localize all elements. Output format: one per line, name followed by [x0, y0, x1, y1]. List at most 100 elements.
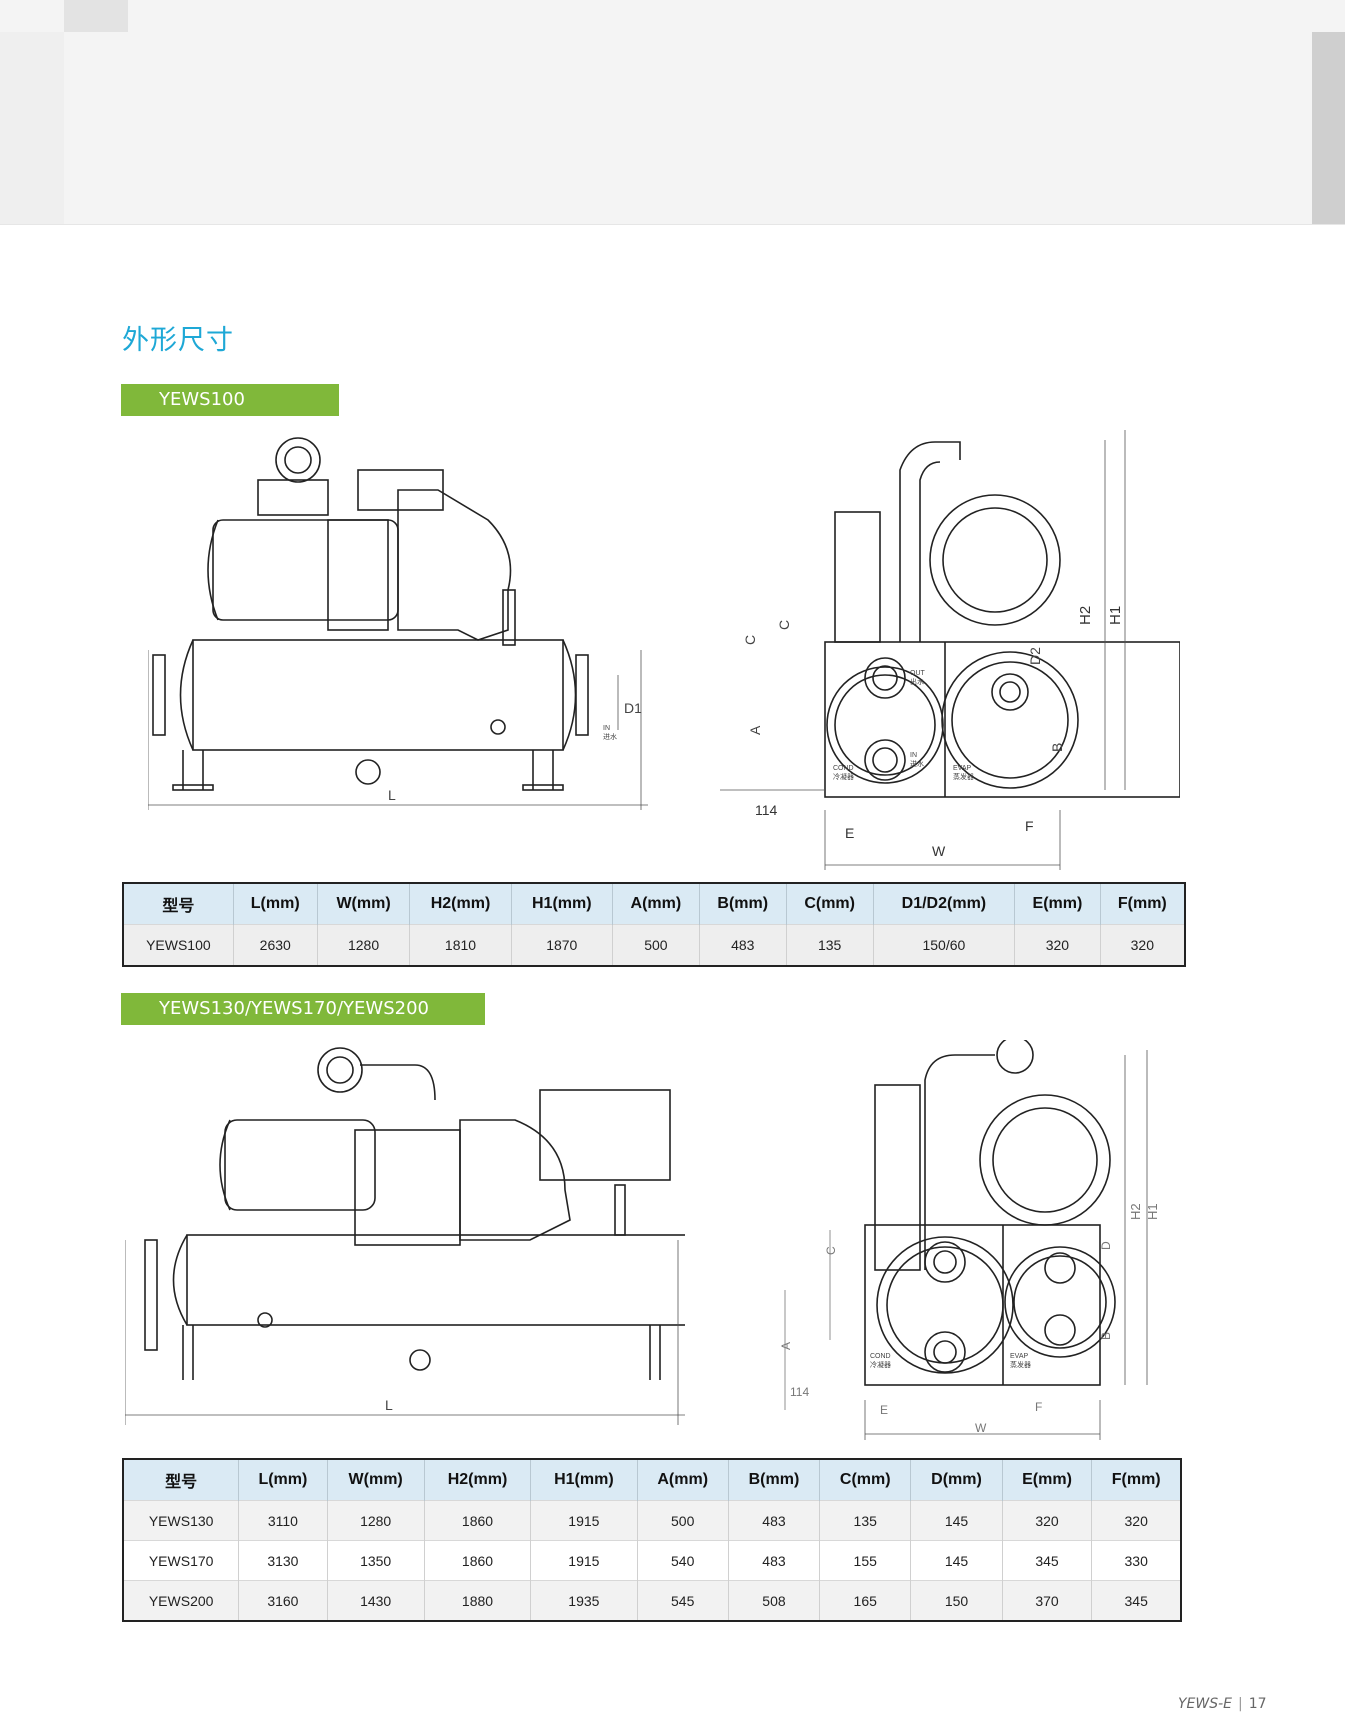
yews100-spec-table: 型号 L(mm) W(mm) H2(mm) H1(mm) A(mm) B(mm)…	[122, 882, 1186, 967]
dim-label-H2-2: H2	[1128, 1203, 1143, 1220]
table-cell: 370	[1001, 1580, 1092, 1621]
table-cell: 345	[1091, 1580, 1181, 1621]
model-tag-yews130-170-200: YEWS130/YEWS170/YEWS200	[121, 993, 485, 1025]
dim-label-114-2: 114	[790, 1385, 809, 1399]
table-header-cell: W(mm)	[326, 1459, 425, 1501]
dim-label-114: 114	[755, 802, 778, 818]
table-header-cell: F(mm)	[1091, 1459, 1181, 1501]
table-header-cell: B(mm)	[727, 1459, 820, 1501]
table-cell: 3130	[238, 1540, 328, 1581]
table-cell: 483	[698, 924, 787, 966]
table-cell: YEWS170	[123, 1540, 239, 1581]
label-in-side: IN	[910, 752, 917, 759]
table-header-cell: D(mm)	[910, 1459, 1003, 1501]
label-in: IN	[603, 725, 610, 732]
table-cell: 1810	[409, 924, 512, 966]
table-cell: 1915	[530, 1500, 638, 1541]
table-header-cell: A(mm)	[611, 883, 700, 925]
yews130-200-front-view-drawing: L	[125, 1047, 685, 1425]
table-cell: 3110	[238, 1500, 328, 1541]
table-cell: 508	[727, 1580, 820, 1621]
dim-label-D1: D1	[624, 700, 642, 716]
header-band-left-block	[0, 32, 64, 224]
table-cell: 1280	[316, 924, 410, 966]
table-header-cell: H2(mm)	[423, 1459, 531, 1501]
table-header-cell: D1/D2(mm)	[872, 883, 1015, 925]
table-cell: 135	[785, 924, 874, 966]
label-evap-cn: 蒸发器	[953, 772, 974, 781]
dim-label-C-1: C	[742, 635, 758, 645]
table-header-cell: W(mm)	[316, 883, 410, 925]
page-footer: YEWS-E | 17	[1178, 1696, 1267, 1712]
dim-label-C-2b: C	[824, 1246, 838, 1255]
label-cond-2: COND	[870, 1353, 891, 1360]
table-header-cell: 型号	[123, 1459, 239, 1501]
table-cell: 320	[1099, 924, 1185, 966]
table-cell: YEWS200	[123, 1580, 239, 1621]
table-cell: 3160	[238, 1580, 328, 1621]
table-cell: 345	[1001, 1540, 1092, 1581]
table-cell: 500	[636, 1500, 729, 1541]
table-header-cell: L(mm)	[232, 883, 318, 925]
table-header-cell: F(mm)	[1099, 883, 1185, 925]
table-cell: 483	[727, 1500, 820, 1541]
header-side-strip	[1312, 32, 1345, 224]
table-cell: 150/60	[872, 924, 1015, 966]
dim-label-C-2: C	[776, 620, 792, 630]
dim-label-D2: D2	[1027, 647, 1043, 665]
label-out: OUT	[910, 670, 926, 677]
footer-separator: |	[1238, 1696, 1243, 1712]
table-header-cell: E(mm)	[1014, 883, 1101, 925]
table-cell: 1935	[530, 1580, 638, 1621]
dim-label-F-2: F	[1035, 1400, 1042, 1414]
header-band	[0, 0, 1345, 225]
dim-label-W: W	[932, 843, 946, 859]
label-cond-cn-2: 冷凝器	[870, 1360, 891, 1369]
table-cell: 2630	[232, 924, 318, 966]
table-cell: 145	[910, 1500, 1003, 1541]
table-cell: 1430	[326, 1580, 425, 1621]
table-header-cell: C(mm)	[819, 1459, 911, 1501]
label-in-side-cn: 进水	[910, 759, 924, 768]
dim-label-A-2: A	[780, 1342, 793, 1350]
label-cond-cn: 冷凝器	[833, 772, 854, 781]
table-cell: 1350	[326, 1540, 425, 1581]
dim-label-E: E	[845, 825, 854, 841]
table-header-cell: H1(mm)	[510, 883, 613, 925]
yews130-200-spec-table: 型号 L(mm) W(mm) H2(mm) H1(mm) A(mm) B(mm)…	[122, 1458, 1182, 1622]
table-cell: 150	[910, 1580, 1003, 1621]
dim-label-F: F	[1025, 818, 1034, 834]
table-cell: 483	[727, 1540, 820, 1581]
dim-label-H1: H1	[1107, 606, 1124, 625]
table-header-cell: H2(mm)	[409, 883, 512, 925]
table-row: YEWS170 3130 1350 1860 1915 540 483 155 …	[123, 1540, 1181, 1581]
dim-label-W-2: W	[975, 1421, 987, 1435]
footer-doc-code: YEWS-E	[1178, 1696, 1233, 1712]
label-evap-2: EVAP	[1010, 1353, 1028, 1360]
dim-label-E-2: E	[880, 1403, 888, 1417]
table-cell: 1860	[423, 1500, 531, 1541]
table-cell: YEWS100	[123, 924, 234, 966]
dim-label-L-2: L	[385, 1397, 393, 1413]
table-cell: YEWS130	[123, 1500, 239, 1541]
table-cell: 1870	[510, 924, 613, 966]
table-cell: 155	[819, 1540, 911, 1581]
table-header-cell: C(mm)	[785, 883, 874, 925]
table-cell: 320	[1091, 1500, 1181, 1541]
table-cell: 1915	[530, 1540, 638, 1581]
dim-label-L: L	[388, 787, 396, 803]
footer-page-number: 17	[1248, 1696, 1267, 1712]
dim-label-A: A	[747, 725, 763, 735]
table-cell: 1280	[326, 1500, 425, 1541]
table-cell: 145	[910, 1540, 1003, 1581]
table-cell: 135	[819, 1500, 911, 1541]
dim-label-B: B	[1049, 743, 1065, 752]
label-in-cn: 进水	[603, 732, 617, 741]
dim-label-H2: H2	[1077, 606, 1094, 625]
yews130-200-left-dimensions: A C 114	[780, 1230, 838, 1410]
table-header-cell: L(mm)	[238, 1459, 328, 1501]
header-tab-block	[64, 0, 128, 32]
table-header-row: 型号 L(mm) W(mm) H2(mm) H1(mm) A(mm) B(mm)…	[123, 883, 1185, 925]
table-cell: 540	[636, 1540, 729, 1581]
label-evap-cn-2: 蒸发器	[1010, 1360, 1031, 1369]
